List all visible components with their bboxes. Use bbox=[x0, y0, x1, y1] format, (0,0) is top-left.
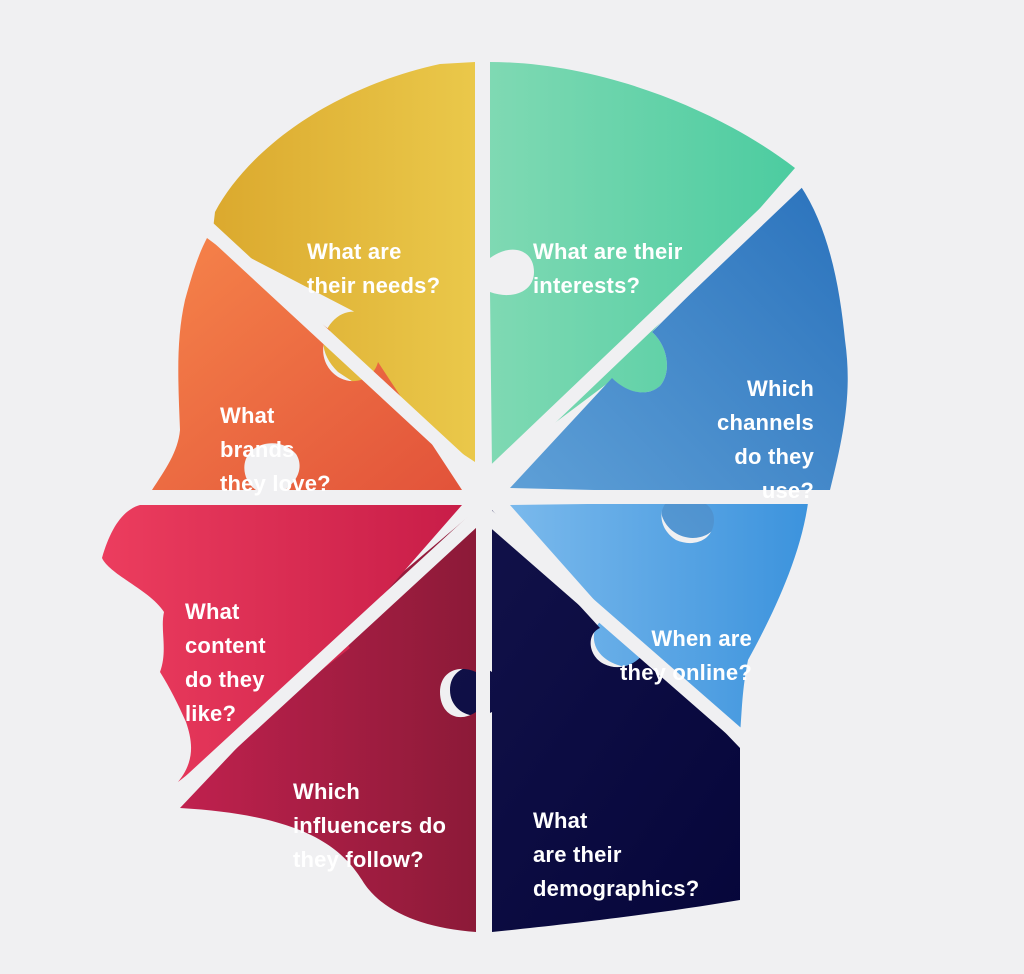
puzzle-piece-needs bbox=[212, 62, 475, 462]
puzzle-piece-influencers bbox=[180, 510, 476, 932]
puzzle-piece-interests bbox=[490, 62, 795, 470]
puzzle-piece-channels bbox=[510, 185, 848, 538]
puzzle-piece-online bbox=[510, 503, 808, 735]
puzzle-piece-brands bbox=[152, 238, 462, 490]
puzzle-piece-content bbox=[102, 505, 462, 782]
puzzle-piece-demographics bbox=[450, 510, 740, 932]
puzzle-seams bbox=[113, 48, 857, 947]
